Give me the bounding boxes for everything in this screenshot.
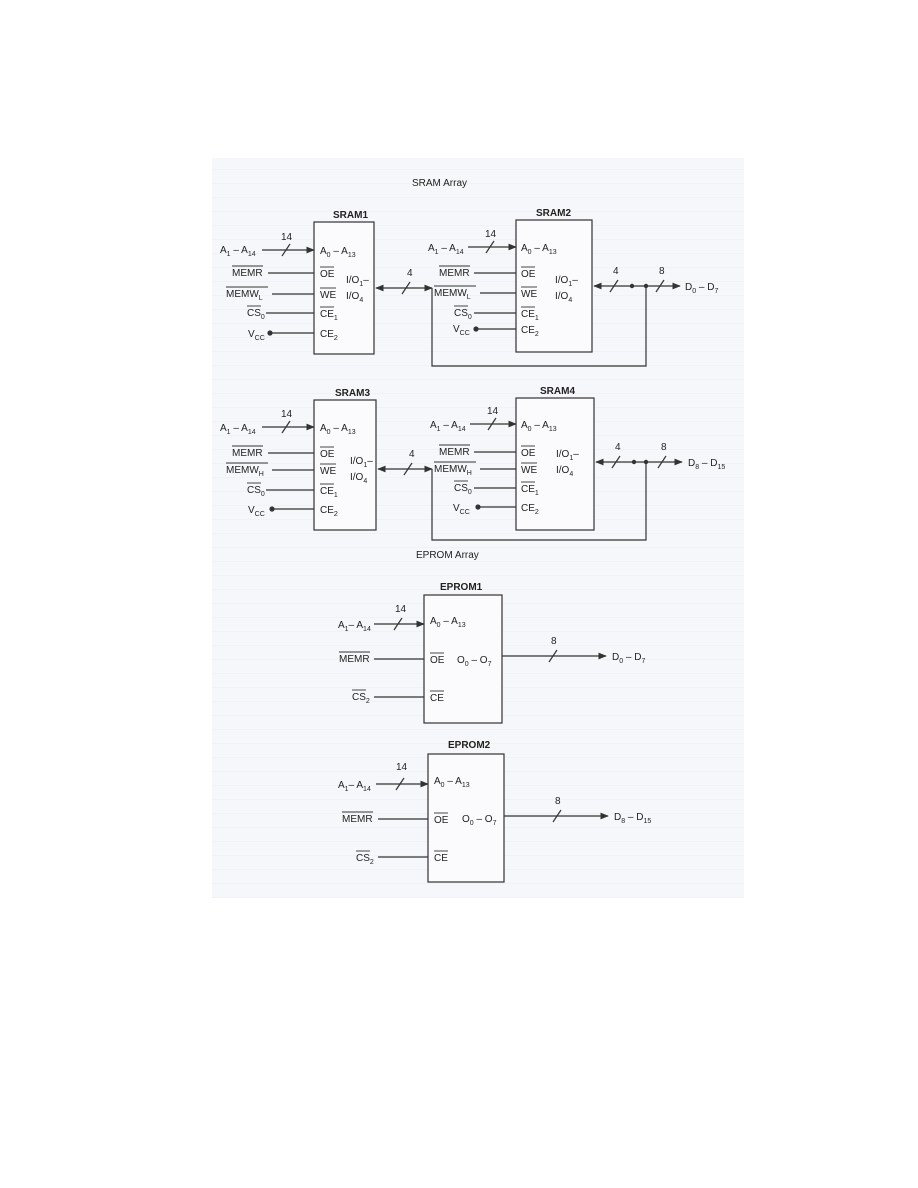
sram2-title: SRAM2 bbox=[536, 208, 571, 219]
sram3-pin-ce2: CE2 bbox=[320, 505, 338, 518]
sram-low-data-out: D0 – D7 bbox=[685, 282, 718, 295]
sram3-pin-io1: I/O1– bbox=[350, 456, 373, 469]
sram4-memr-label: MEMR bbox=[439, 447, 470, 458]
eprom1-cs2-label: CS2 bbox=[352, 692, 370, 705]
sram4-data-width: 4 bbox=[615, 442, 621, 453]
sram1-pin-io1: I/O1– bbox=[346, 275, 369, 288]
sram-array-title: SRAM Array bbox=[412, 178, 467, 189]
sram1-cs0-label: CS0 bbox=[247, 308, 265, 321]
sram3-vcc-label: VCC bbox=[248, 505, 265, 518]
sram1-pin-io4: I/O4 bbox=[346, 291, 363, 304]
sram2-pin-ce1: CE1 bbox=[521, 309, 539, 322]
eprom2-addr-label: A1– A14 bbox=[338, 780, 371, 793]
sram1-pin-oe: OE bbox=[320, 269, 335, 280]
sram1-vcc-label: VCC bbox=[248, 329, 265, 342]
sram3-pin-ce1: CE1 bbox=[320, 486, 338, 499]
sram4-memwh-label: MEMWH bbox=[434, 464, 472, 477]
sram1-title: SRAM1 bbox=[333, 210, 368, 221]
sram4-byte-width: 8 bbox=[661, 442, 667, 453]
sram4-title: SRAM4 bbox=[540, 386, 575, 397]
eprom1-memr-label: MEMR bbox=[339, 654, 370, 665]
sram2-memwl-label: MEMWL bbox=[434, 288, 471, 301]
sram3-cs0-label: CS0 bbox=[247, 485, 265, 498]
sram3-addr-width: 14 bbox=[281, 409, 293, 420]
sram4-cs0-label: CS0 bbox=[454, 483, 472, 496]
bus-slash bbox=[281, 243, 291, 257]
sram1-addr-label: A1 – A14 bbox=[220, 245, 256, 258]
sram4-chip bbox=[515, 397, 595, 531]
sram4-pin-ce1: CE1 bbox=[521, 484, 539, 497]
eprom2-block: EPROM2 A1– A14 14 A0 – A13 MEMR OE CS2 C… bbox=[338, 740, 505, 883]
eprom2-title: EPROM2 bbox=[448, 740, 491, 751]
sram1-pin-ce1: CE1 bbox=[320, 309, 338, 322]
sram3-pin-io4: I/O4 bbox=[350, 472, 367, 485]
sram3-pin-oe: OE bbox=[320, 449, 335, 460]
sram3-data-width: 4 bbox=[409, 449, 415, 460]
sram2-block: SRAM2 A1 – A14 14 A0 – A13 MEMR OE MEMWL… bbox=[428, 208, 593, 353]
sram1-loop-wire bbox=[431, 286, 647, 367]
sram3-title: SRAM3 bbox=[335, 388, 370, 399]
scanned-page bbox=[212, 158, 744, 898]
sram2-pin-io4: I/O4 bbox=[555, 291, 572, 304]
sram2-vcc-label: VCC bbox=[453, 324, 470, 337]
eprom-low-data-out: D0 – D7 bbox=[612, 652, 645, 665]
eprom2-addr-width: 14 bbox=[396, 762, 408, 773]
sram2-cs0-label: CS0 bbox=[454, 308, 472, 321]
eprom2-cs2-label: CS2 bbox=[356, 853, 374, 866]
sram3-addr-label: A1 – A14 bbox=[220, 423, 256, 436]
sram3-block: SRAM3 A1 – A14 14 A0 – A13 MEMR OE MEMWH… bbox=[220, 388, 377, 531]
sram4-pin-ce2: CE2 bbox=[521, 503, 539, 516]
eprom2-chip bbox=[427, 753, 505, 883]
sram1-data-width: 4 bbox=[407, 268, 413, 279]
sram2-addr-width: 14 bbox=[485, 229, 497, 240]
sram2-pin-oe: OE bbox=[521, 269, 536, 280]
sram4-pin-io4: I/O4 bbox=[556, 465, 573, 478]
sram4-addr-label: A1 – A14 bbox=[430, 420, 466, 433]
sram2-memr-label: MEMR bbox=[439, 268, 470, 279]
sram3-pin-we: WE bbox=[320, 466, 336, 477]
sram1-pin-we: WE bbox=[320, 290, 336, 301]
sram4-block: SRAM4 A1 – A14 14 A0 – A13 MEMR OE MEMWH… bbox=[430, 386, 595, 531]
sram4-addr-width: 14 bbox=[487, 406, 499, 417]
eprom1-pin-oe: OE bbox=[430, 655, 445, 666]
sram1-pin-ce2: CE2 bbox=[320, 329, 338, 342]
sram2-byte-width: 8 bbox=[659, 266, 665, 277]
eprom1-addr-label: A1– A14 bbox=[338, 620, 371, 633]
sram2-chip bbox=[515, 219, 593, 353]
eprom1-chip bbox=[423, 594, 503, 724]
sram2-data-width: 4 bbox=[613, 266, 619, 277]
sram2-pin-we: WE bbox=[521, 289, 537, 300]
sram-high-data-out: D8 – D15 bbox=[688, 458, 725, 471]
eprom1-title: EPROM1 bbox=[440, 582, 483, 593]
sram3-memwh-label: MEMWH bbox=[226, 465, 264, 478]
sram1-block: SRAM1 A1 – A14 14 A0 – A13 MEMR OE MEMWL… bbox=[220, 210, 375, 355]
eprom-high-data-out: D8 – D15 bbox=[614, 812, 651, 825]
eprom-array-title: EPROM Array bbox=[416, 550, 479, 561]
sram2-pin-ce2: CE2 bbox=[521, 325, 539, 338]
eprom1-addr-width: 14 bbox=[395, 604, 407, 615]
sram3-memr-label: MEMR bbox=[232, 448, 263, 459]
sram3-chip bbox=[313, 399, 377, 531]
sram1-addr-width: 14 bbox=[281, 232, 293, 243]
sram3-loop-wire bbox=[431, 462, 647, 541]
eprom1-block: EPROM1 A1– A14 14 A0 – A13 MEMR OE CS2 C… bbox=[338, 582, 503, 724]
sram1-memwl-label: MEMWL bbox=[226, 289, 263, 302]
sram4-pin-oe: OE bbox=[521, 448, 536, 459]
eprom2-memr-label: MEMR bbox=[342, 814, 373, 825]
sram1-memr-label: MEMR bbox=[232, 268, 263, 279]
sram4-pin-we: WE bbox=[521, 465, 537, 476]
eprom2-data-width: 8 bbox=[555, 796, 561, 807]
eprom1-pin-ce: CE bbox=[430, 693, 444, 704]
eprom1-data-width: 8 bbox=[551, 636, 557, 647]
sram2-addr-label: A1 – A14 bbox=[428, 243, 464, 256]
sram2-pin-io1: I/O1– bbox=[555, 275, 578, 288]
sram4-vcc-label: VCC bbox=[453, 503, 470, 516]
eprom2-pin-ce: CE bbox=[434, 853, 448, 864]
eprom2-pin-oe: OE bbox=[434, 815, 449, 826]
sram4-pin-io1: I/O1– bbox=[556, 449, 579, 462]
